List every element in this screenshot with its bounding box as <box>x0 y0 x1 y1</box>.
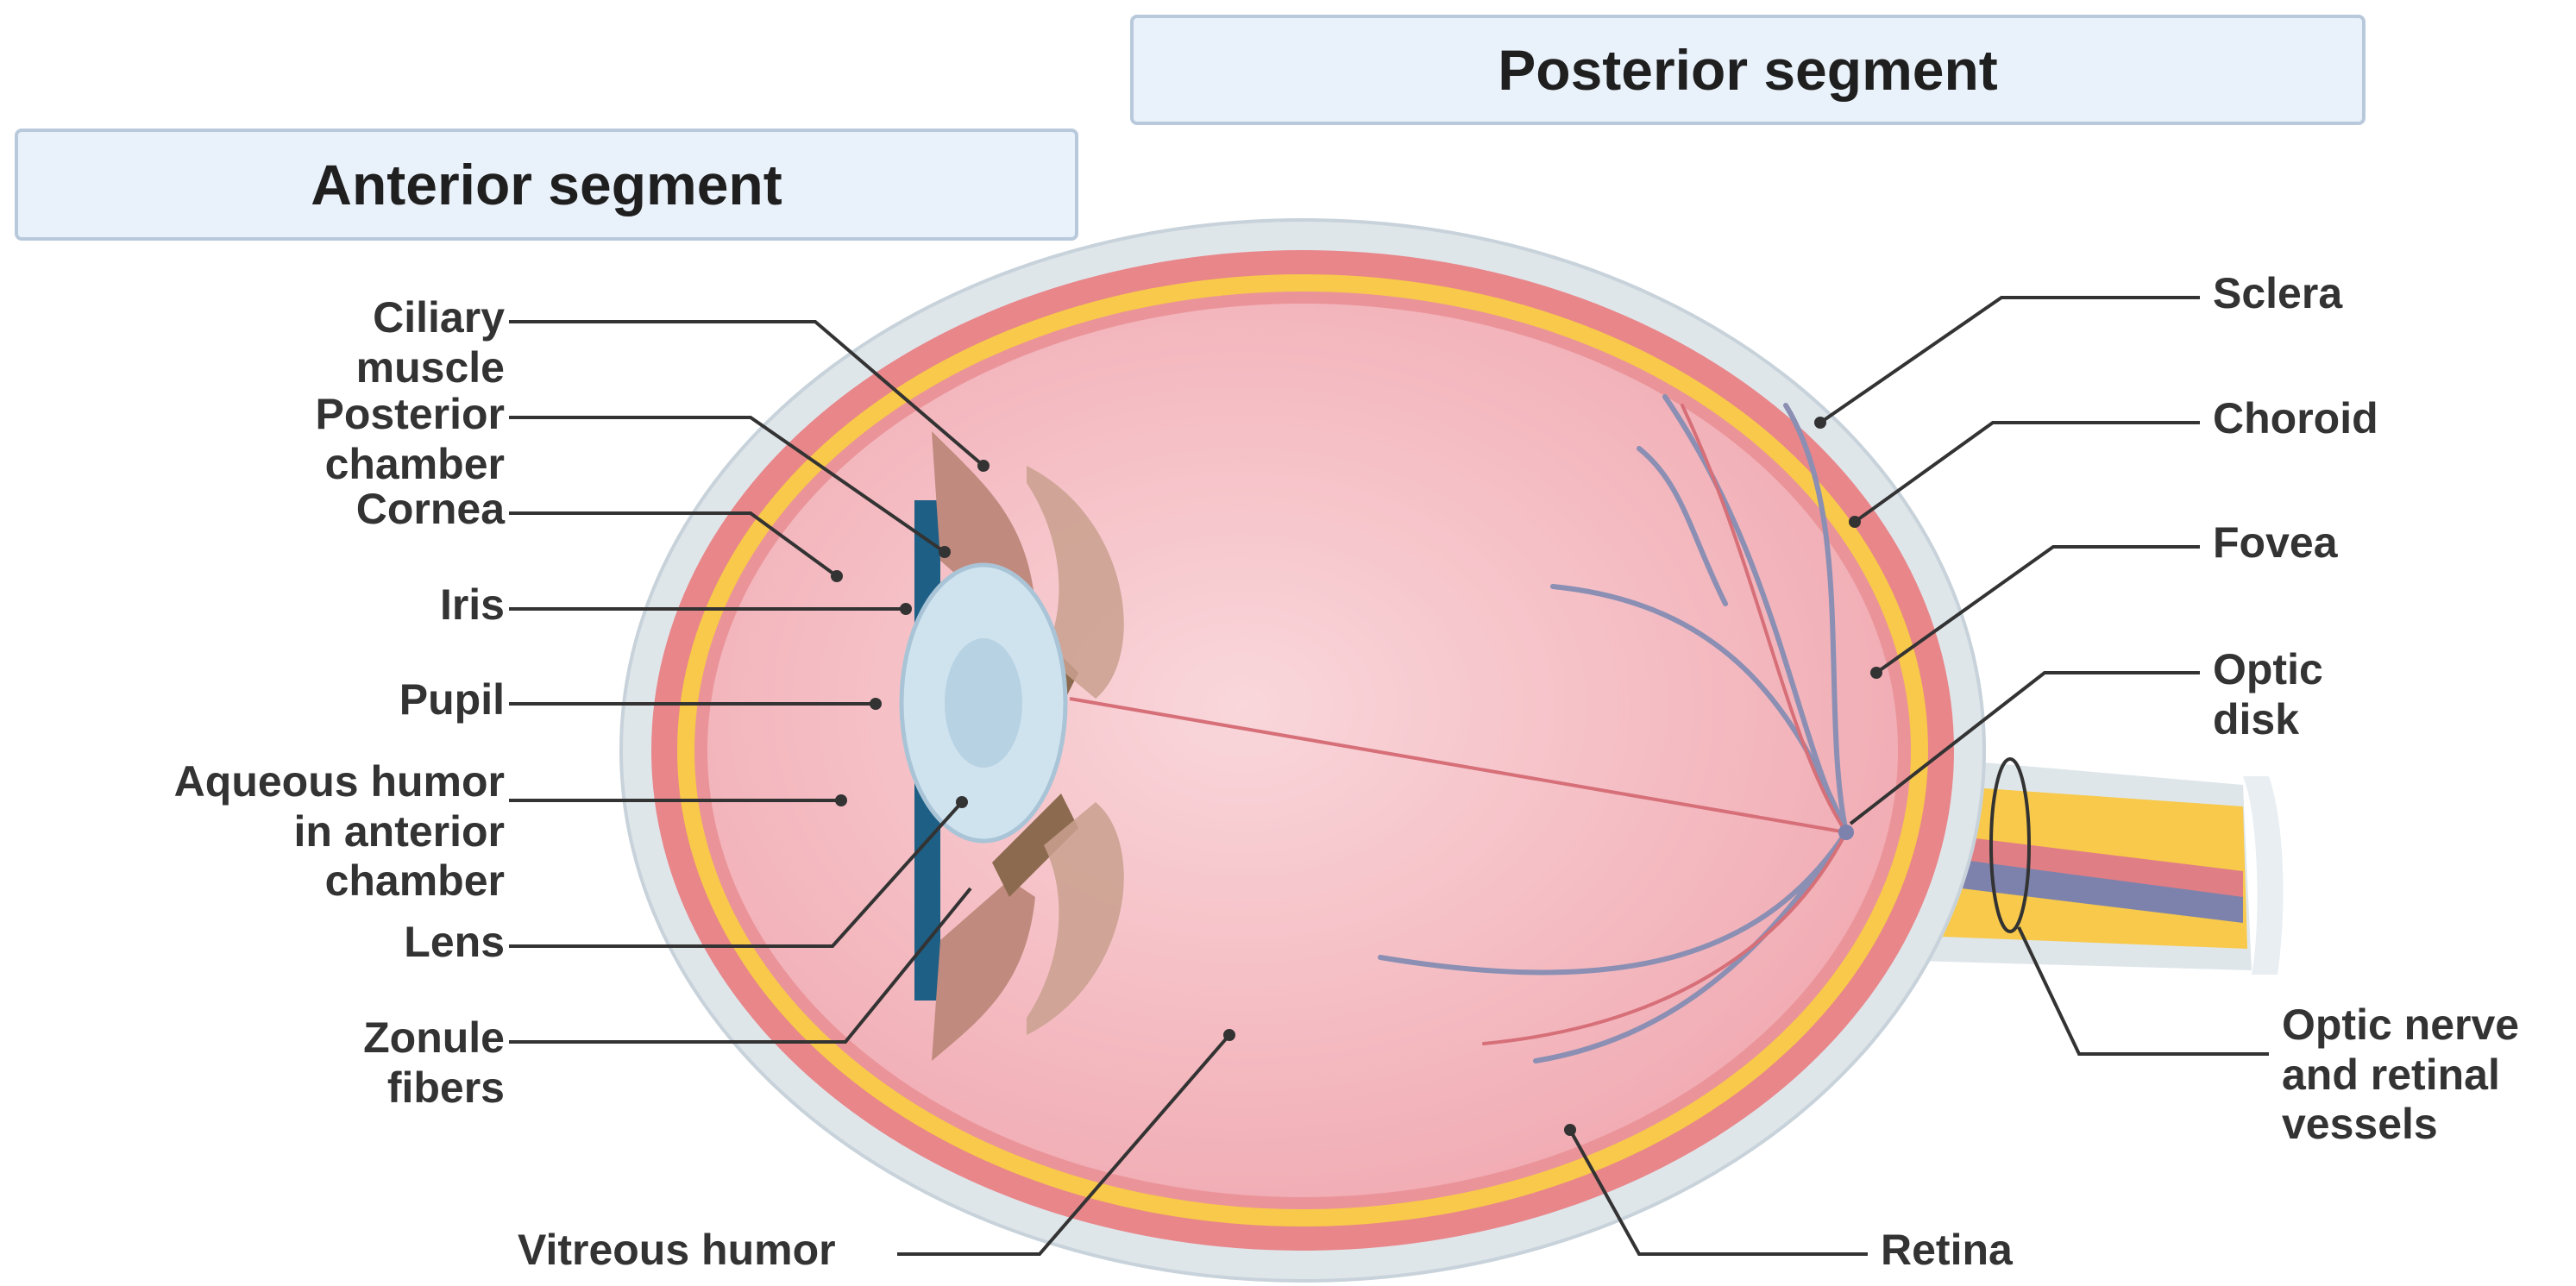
leader-cornea <box>509 511 839 578</box>
leader-zonule <box>509 887 972 1044</box>
lens-nucleus <box>945 638 1022 768</box>
label-fovea: Fovea <box>2213 518 2338 567</box>
leader-ciliary <box>509 320 985 467</box>
leader-optic-nerve <box>2017 926 2269 1056</box>
leader-vitreous <box>897 1033 1231 1256</box>
leader-choroid <box>1853 421 2200 524</box>
label-lens: Lens <box>404 918 505 966</box>
zonule-region-lower <box>992 794 1078 897</box>
vitreous-body <box>707 304 1898 1197</box>
nerve-ring <box>1989 757 2031 933</box>
optic-disk-dot <box>1838 825 1854 840</box>
label-vitreous-humor: Vitreous humor <box>518 1226 836 1274</box>
leader-lens <box>509 800 964 948</box>
leader-fovea <box>1875 545 2200 674</box>
leader-sclera <box>1819 296 2200 424</box>
label-pupil: Pupil <box>399 675 505 724</box>
retinal-arteries <box>1482 404 1848 1045</box>
visual-axis <box>1069 697 1847 834</box>
leader-posterior-chamber <box>509 416 946 554</box>
ciliary-body-lower <box>932 880 1035 1061</box>
anterior-segment-box: Anterior segment <box>15 129 1078 241</box>
retinal-vessels <box>1378 394 1849 1063</box>
leader-lines <box>509 296 2269 1256</box>
leader-optic-disk <box>1849 671 2200 825</box>
leader-dots <box>831 417 1882 1136</box>
label-sclera: Sclera <box>2213 269 2343 317</box>
ciliary-processes-lower <box>1027 802 1124 1035</box>
label-retina: Retina <box>1881 1226 2013 1274</box>
label-iris: Iris <box>439 580 505 629</box>
label-choroid: Choroid <box>2213 394 2378 442</box>
posterior-segment-box: Posterior segment <box>1130 15 2366 125</box>
label-cornea: Cornea <box>355 485 505 533</box>
leader-retina <box>1568 1129 1868 1256</box>
